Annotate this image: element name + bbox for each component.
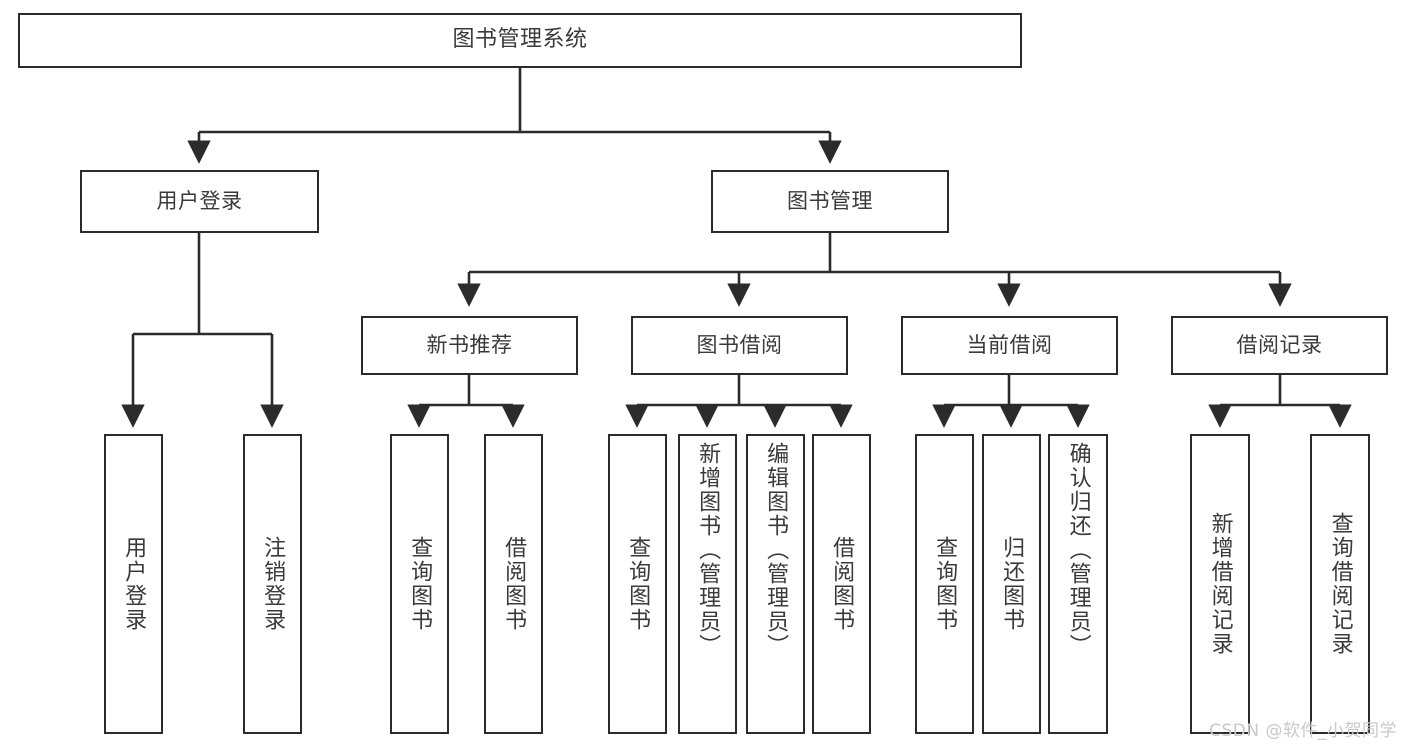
node-book-management[interactable]: 图书管理 <box>711 170 949 233</box>
node-root-book-management-system[interactable]: 图书管理系统 <box>18 13 1022 68</box>
node-label: 新增图书（管理员） <box>695 442 721 658</box>
node-label: 新书推荐 <box>426 332 513 357</box>
leaf-confirm-return-admin[interactable]: 确认归还（管理员） <box>1048 434 1108 734</box>
leaf-return-book[interactable]: 归还图书 <box>982 434 1041 734</box>
node-label: 查询借阅记录 <box>1327 512 1353 656</box>
leaf-add-book-admin[interactable]: 新增图书（管理员） <box>678 434 737 734</box>
leaf-borrow-book-recommend[interactable]: 借阅图书 <box>484 434 543 734</box>
leaf-query-book-recommend[interactable]: 查询图书 <box>390 434 449 734</box>
leaf-query-book-current[interactable]: 查询图书 <box>915 434 974 734</box>
csdn-watermark: CSDN @软件_小贺同学 <box>1209 721 1397 741</box>
node-label: 图书管理系统 <box>452 27 588 53</box>
node-current-borrow[interactable]: 当前借阅 <box>901 316 1118 375</box>
node-label: 新增借阅记录 <box>1207 512 1233 656</box>
node-label: 查询图书 <box>932 536 958 632</box>
leaf-edit-book-admin[interactable]: 编辑图书（管理员） <box>746 434 805 734</box>
node-label: 确认归还（管理员） <box>1065 442 1091 658</box>
node-label: 借阅记录 <box>1236 332 1323 357</box>
node-label: 借阅图书 <box>501 536 527 632</box>
leaf-add-borrow-record[interactable]: 新增借阅记录 <box>1190 434 1250 734</box>
node-label: 借阅图书 <box>829 536 855 632</box>
node-book-borrow[interactable]: 图书借阅 <box>631 316 848 375</box>
node-label: 归还图书 <box>999 536 1025 632</box>
node-label: 图书管理 <box>787 188 873 213</box>
node-label: 编辑图书（管理员） <box>763 442 789 658</box>
leaf-query-borrow-record[interactable]: 查询借阅记录 <box>1310 434 1370 734</box>
leaf-borrow-book[interactable]: 借阅图书 <box>812 434 871 734</box>
node-label: 查询图书 <box>625 536 651 632</box>
node-label: 图书借阅 <box>696 332 783 357</box>
leaf-user-logout[interactable]: 注销登录 <box>243 434 302 734</box>
node-label: 当前借阅 <box>966 332 1053 357</box>
node-label: 用户登录 <box>121 536 147 632</box>
node-label: 用户登录 <box>156 188 243 213</box>
node-user-login[interactable]: 用户登录 <box>80 170 319 233</box>
node-label: 注销登录 <box>260 536 286 632</box>
leaf-user-login[interactable]: 用户登录 <box>104 434 163 734</box>
leaf-query-book-borrow[interactable]: 查询图书 <box>608 434 667 734</box>
node-borrow-record[interactable]: 借阅记录 <box>1171 316 1388 375</box>
node-new-book-recommend[interactable]: 新书推荐 <box>361 316 578 375</box>
node-label: 查询图书 <box>407 536 433 632</box>
